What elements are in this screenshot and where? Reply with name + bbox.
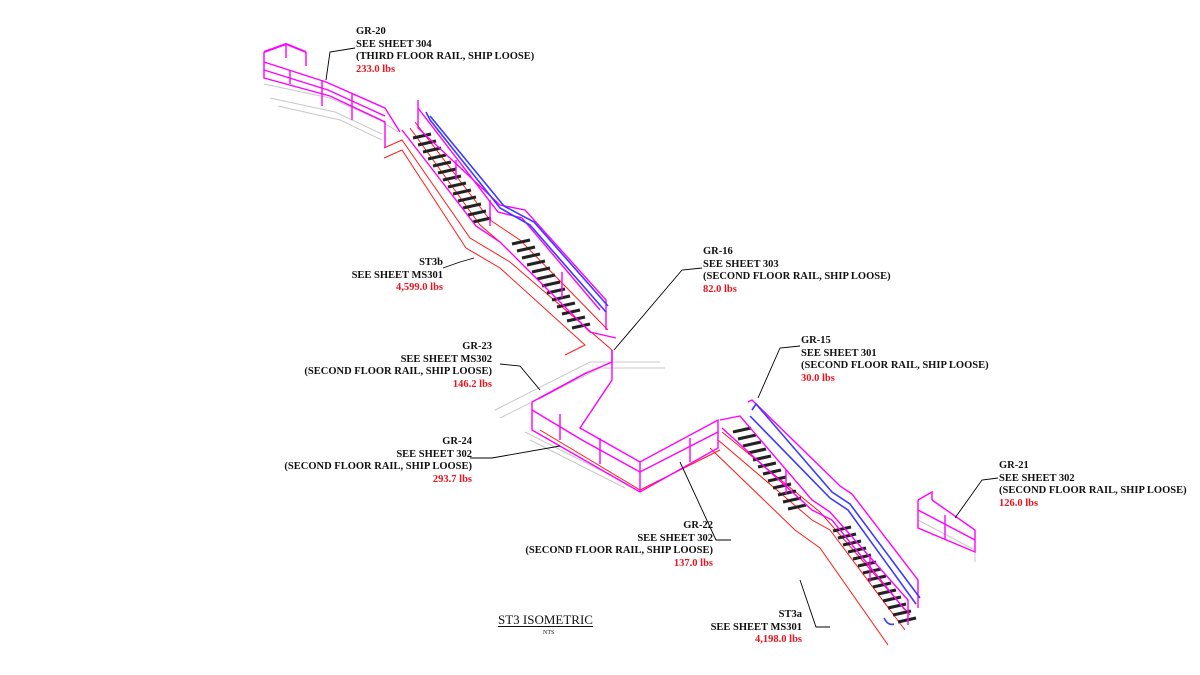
callout-weight: 30.0 lbs: [801, 372, 835, 384]
callout-gr-15: GR-15 SEE SHEET 301 (SECOND FLOOR RAIL, …: [801, 335, 989, 385]
callout-mark: GR-15: [801, 335, 831, 346]
drawing-scale: NTS: [543, 630, 555, 636]
callout-mark: GR-23: [462, 341, 492, 352]
callout-gr-23: GR-23 SEE SHEET MS302 (SECOND FLOOR RAIL…: [295, 341, 492, 391]
callout-description: (SECOND FLOOR RAIL, SHIP LOOSE): [999, 485, 1187, 496]
callout-description: (SECOND FLOOR RAIL, SHIP LOOSE): [525, 545, 713, 556]
leader-lines: [325, 47, 999, 628]
callout-mark: GR-20: [356, 26, 386, 37]
treads-st3a-lower: [832, 525, 917, 624]
callout-sheet: SEE SHEET 302: [637, 532, 713, 544]
callout-description: (THIRD FLOOR RAIL, SHIP LOOSE): [356, 51, 535, 62]
callout-weight: 4,198.0 lbs: [755, 634, 802, 645]
callout-mark: GR-21: [999, 460, 1029, 471]
callout-mark: GR-22: [683, 520, 713, 531]
existing-structure-lines: [263, 83, 976, 562]
callout-description: (SECOND FLOOR RAIL, SHIP LOOSE): [703, 271, 891, 282]
callout-sheet: SEE SHEET 302: [999, 472, 1075, 484]
callout-gr-21: GR-21 SEE SHEET 302 (SECOND FLOOR RAIL, …: [999, 460, 1187, 510]
callout-st3a: ST3a SEE SHEET MS301 4,198.0 lbs: [700, 609, 802, 647]
callout-sheet: SEE SHEET MS301: [710, 621, 802, 633]
callout-mark: GR-16: [703, 246, 733, 257]
treads-st3a-upper: [732, 426, 807, 511]
callout-st3b: ST3b SEE SHEET MS301 4,599.0 lbs: [340, 257, 443, 295]
callout-mark: GR-24: [442, 436, 472, 447]
callout-sheet: SEE SHEET 304: [356, 38, 432, 50]
callout-weight: 126.0 lbs: [999, 497, 1039, 509]
callout-description: (SECOND FLOOR RAIL, SHIP LOOSE): [284, 461, 472, 472]
drawing-title: ST3 ISOMETRIC: [498, 612, 593, 627]
treads-st3b-upper: [412, 132, 492, 224]
callout-mark: ST3b: [419, 257, 443, 268]
callout-sheet: SEE SHEET 301: [801, 347, 877, 359]
callout-weight: 146.2 lbs: [452, 378, 492, 390]
callout-description: (SECOND FLOOR RAIL, SHIP LOOSE): [304, 366, 492, 377]
callout-description: (SECOND FLOOR RAIL, SHIP LOOSE): [801, 360, 989, 371]
callout-weight: 137.0 lbs: [673, 557, 713, 569]
callout-gr-22: GR-22 SEE SHEET 302 (SECOND FLOOR RAIL, …: [516, 520, 713, 570]
callout-weight: 82.0 lbs: [703, 283, 737, 295]
callout-sheet: SEE SHEET MS301: [351, 269, 443, 281]
callout-sheet: SEE SHEET MS302: [400, 353, 492, 365]
callout-sheet: SEE SHEET 303: [703, 258, 779, 270]
callout-gr-16: GR-16 SEE SHEET 303 (SECOND FLOOR RAIL, …: [703, 246, 891, 296]
callout-sheet: SEE SHEET 302: [396, 448, 472, 460]
callout-weight: 233.0 lbs: [356, 63, 396, 75]
callout-weight: 293.7 lbs: [432, 473, 472, 485]
callout-gr-24: GR-24 SEE SHEET 302 (SECOND FLOOR RAIL, …: [275, 436, 472, 486]
guardrails: [263, 42, 976, 625]
callout-gr-20: GR-20 SEE SHEET 304 (THIRD FLOOR RAIL, S…: [356, 26, 534, 76]
handrails: [425, 111, 921, 626]
callout-mark: ST3a: [778, 609, 802, 620]
callout-weight: 4,599.0 lbs: [396, 282, 443, 293]
